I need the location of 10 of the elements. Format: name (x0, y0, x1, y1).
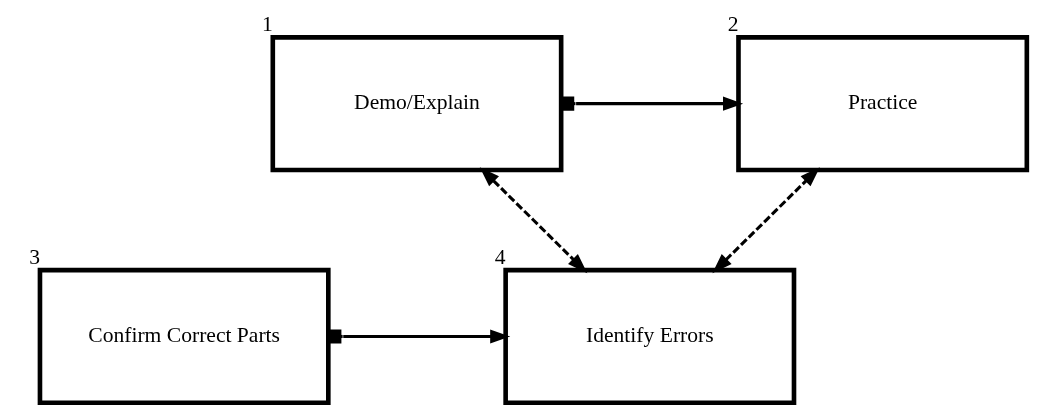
arrow (711, 167, 820, 274)
node-label: 2 (727, 12, 738, 37)
arrow (479, 167, 587, 274)
node-box: Confirm Correct Parts (37, 267, 331, 406)
node-box: Demo/Explain (270, 35, 563, 173)
node-box: Practice (735, 35, 1029, 173)
node-label: 1 (261, 12, 273, 37)
node-label: 3 (28, 245, 40, 270)
node-box: Identify Errors (502, 267, 796, 406)
node-label: 4 (494, 245, 506, 270)
